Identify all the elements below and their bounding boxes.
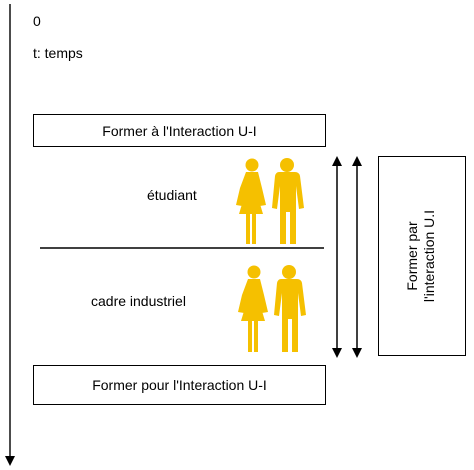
- duration-arrow-right: [352, 156, 362, 358]
- bottom-training-box: Former pour l'Interaction U-I: [33, 365, 326, 405]
- bottom-training-label: Former pour l'Interaction U-I: [92, 377, 267, 393]
- top-training-box: Former à l'Interaction U-I: [33, 114, 326, 147]
- side-training-label: Former par l'interaction U.I: [404, 196, 440, 316]
- student-label: étudiant: [147, 187, 197, 203]
- time-origin-label: 0: [33, 13, 41, 29]
- duration-arrow-left: [332, 156, 342, 358]
- top-training-label: Former à l'Interaction U-I: [102, 122, 257, 139]
- side-training-box: [378, 156, 466, 356]
- side-training-line2: l'interaction U.I: [421, 209, 437, 303]
- student-people-icon: [236, 158, 304, 244]
- industrial-people-icon: [238, 265, 306, 352]
- side-training-line1: Former par: [404, 221, 420, 291]
- time-axis-label: t: temps: [33, 45, 83, 61]
- time-axis-arrowhead: [5, 456, 15, 466]
- industrial-label: cadre industriel: [91, 293, 186, 309]
